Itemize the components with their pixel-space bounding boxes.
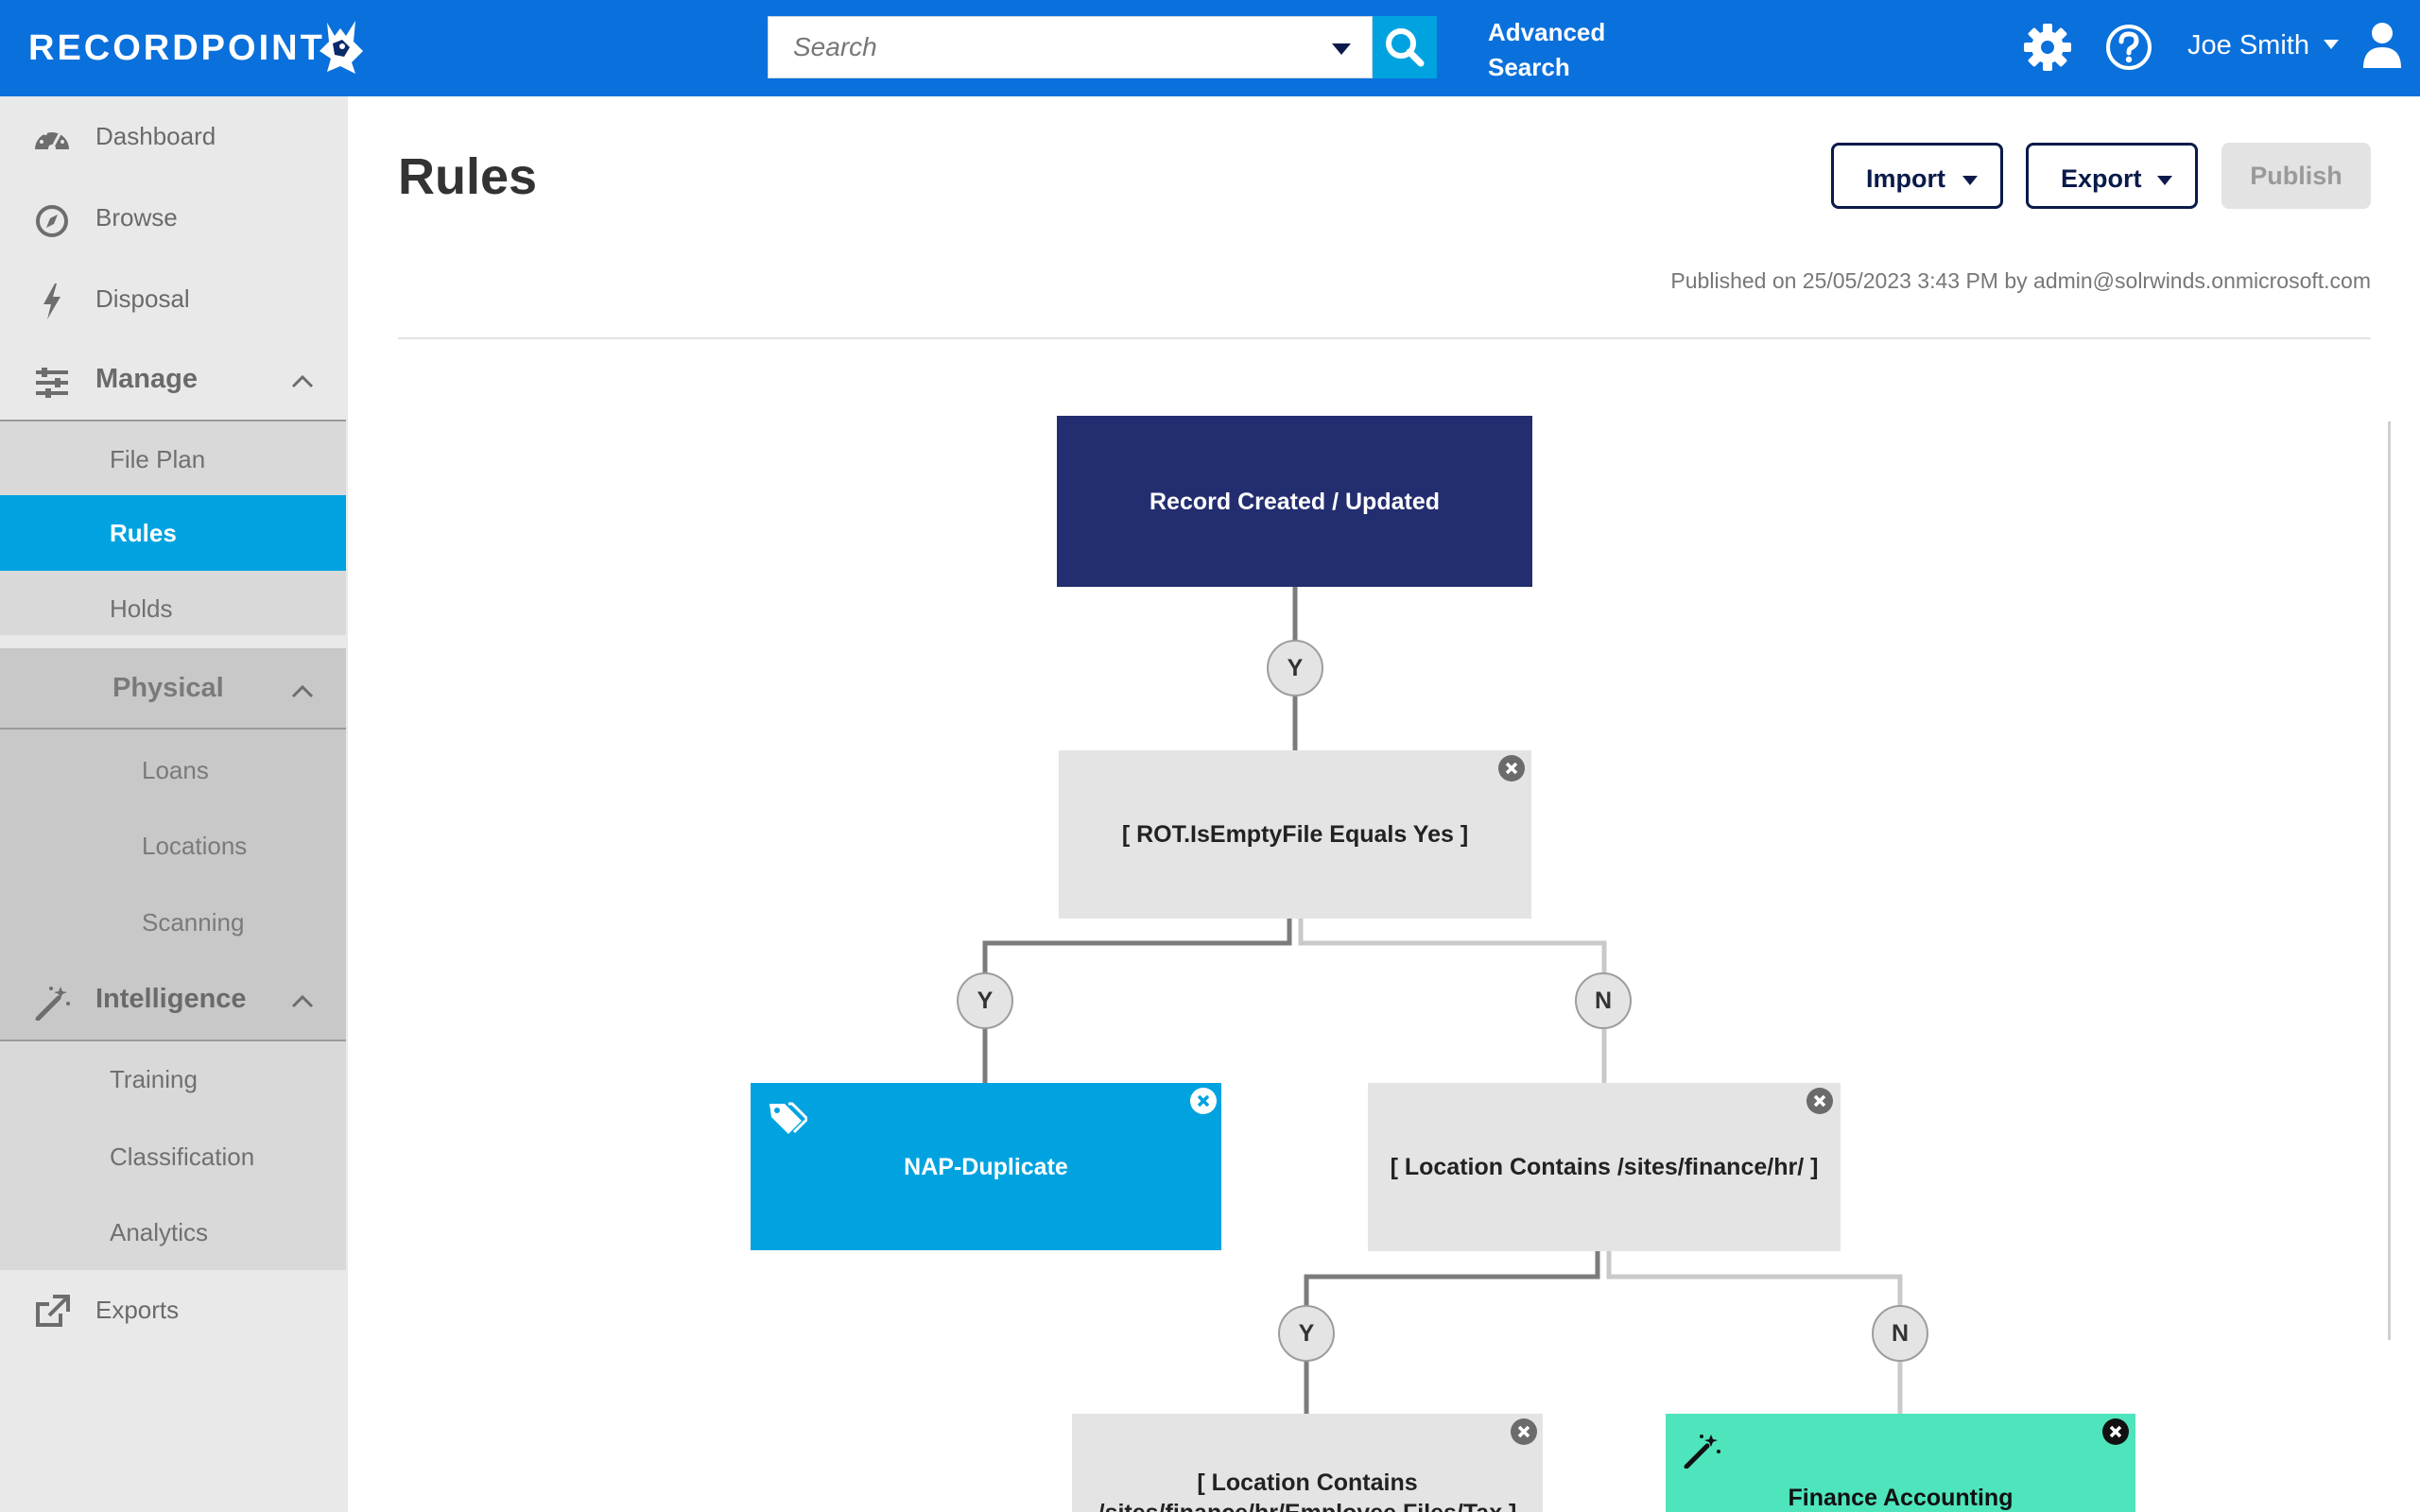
intelligence-divider <box>0 1040 346 1041</box>
sidebar-item-exports[interactable]: Exports <box>0 1270 346 1351</box>
gear-icon[interactable] <box>2023 23 2072 72</box>
top-bar: RECORDPOINT Advanced Search <box>0 0 2420 96</box>
compass-icon <box>36 205 68 237</box>
publish-button[interactable]: Publish <box>2221 143 2371 209</box>
import-button[interactable]: Import <box>1831 143 2003 209</box>
sidebar-label-manage: Manage <box>95 364 198 394</box>
sidebar-item-scanning[interactable]: Scanning <box>142 908 245 936</box>
sidebar-item-classification[interactable]: Classification <box>0 1119 346 1194</box>
chevron-up-icon[interactable] <box>289 682 316 699</box>
condition-node-2-label: [ Location Contains /sites/finance/hr/ ] <box>1390 1154 1819 1180</box>
sidebar-item-manage[interactable]: Manage <box>0 340 346 421</box>
start-node-label: Record Created / Updated <box>1149 488 1440 515</box>
condition-node-3[interactable]: [ Location Contains /sites/finance/hr/Em… <box>1072 1414 1543 1512</box>
sidebar-label-dashboard: Dashboard <box>95 122 216 150</box>
page-title: Rules <box>398 148 538 205</box>
condition-node-1[interactable]: [ ROT.IsEmptyFile Equals Yes ] <box>1059 750 1531 919</box>
sidebar-item-holds[interactable]: Holds <box>0 571 346 646</box>
chevron-down-icon <box>1962 176 1978 185</box>
sidebar-item-file-plan[interactable]: File Plan <box>0 421 346 497</box>
sidebar: Dashboard Browse Disposal Manage File Pl… <box>0 96 348 1512</box>
branch-no-badge: N <box>1872 1305 1928 1362</box>
physical-submenu <box>0 648 346 1053</box>
app-logo[interactable]: RECORDPOINT <box>28 28 325 68</box>
magic-wand-icon <box>1684 1435 1720 1469</box>
close-icon[interactable] <box>1806 1087 1834 1115</box>
sidebar-item-loans[interactable]: Loans <box>142 756 209 784</box>
intelligence-submenu <box>0 1041 346 1270</box>
condition-node-1-label: [ ROT.IsEmptyFile Equals Yes ] <box>1121 821 1469 848</box>
classification-action-node[interactable]: Finance Accounting <box>1666 1414 2135 1512</box>
classification-node-clip: Finance Accounting <box>1666 1414 2135 1512</box>
sidebar-item-browse[interactable]: Browse <box>0 178 346 259</box>
sidebar-label-classification: Classification <box>110 1143 255 1171</box>
advanced-search-link[interactable]: Advanced Search <box>1488 15 1605 85</box>
advanced-search-line1: Advanced <box>1488 18 1606 46</box>
physical-divider <box>0 728 346 730</box>
condition-node-3-label: [ Location Contains /sites/finance/hr/Em… <box>1098 1469 1517 1512</box>
export-button[interactable]: Export <box>2026 143 2198 209</box>
advanced-search-line2: Search <box>1488 53 1570 81</box>
branch-yes-badge: Y <box>1278 1305 1335 1362</box>
sidebar-item-intelligence[interactable]: Intelligence <box>0 960 346 1041</box>
header-divider <box>398 337 2371 339</box>
sidebar-item-rules[interactable]: Rules <box>0 495 346 571</box>
sidebar-label-intelligence: Intelligence <box>95 984 247 1014</box>
sidebar-item-locations[interactable]: Locations <box>142 832 248 860</box>
sidebar-label-file-plan: File Plan <box>110 445 206 473</box>
chevron-down-icon <box>2157 176 2172 185</box>
condition-node-2[interactable]: [ Location Contains /sites/finance/hr/ ] <box>1368 1083 1841 1251</box>
sidebar-label-browse: Browse <box>95 203 178 232</box>
help-icon[interactable] <box>2104 23 2153 72</box>
branch-yes-badge: Y <box>1267 640 1323 696</box>
search-box <box>768 16 1373 78</box>
user-name[interactable]: Joe Smith <box>2187 30 2309 60</box>
close-icon[interactable] <box>1189 1087 1218 1115</box>
sidebar-label-rules: Rules <box>110 519 177 547</box>
sliders-icon <box>36 368 68 398</box>
condition-node-3-clip: [ Location Contains /sites/finance/hr/Em… <box>1072 1414 1543 1512</box>
branch-no-badge: N <box>1575 972 1632 1029</box>
scrollbar[interactable] <box>2388 421 2391 1340</box>
sidebar-item-dashboard[interactable]: Dashboard <box>0 96 346 178</box>
sidebar-item-analytics[interactable]: Analytics <box>0 1194 346 1270</box>
user-avatar-icon[interactable] <box>2361 21 2403 70</box>
sidebar-label-disposal: Disposal <box>95 284 190 313</box>
published-info: Published on 25/05/2023 3:43 PM by admin… <box>1670 268 2371 293</box>
external-link-icon <box>36 1295 70 1327</box>
sidebar-item-disposal[interactable]: Disposal <box>0 259 346 340</box>
search-scope-dropdown-icon[interactable] <box>1322 38 1360 60</box>
import-button-label: Import <box>1866 164 1945 193</box>
start-node[interactable]: Record Created / Updated <box>1057 416 1532 587</box>
tags-icon <box>769 1102 807 1134</box>
close-icon[interactable] <box>1497 754 1526 782</box>
sidebar-label-holds: Holds <box>110 594 173 623</box>
sidebar-label-physical: Physical <box>112 673 224 703</box>
magic-wand-icon <box>35 987 70 1021</box>
lightning-bolt-icon <box>43 284 60 319</box>
chevron-up-icon[interactable] <box>289 372 316 389</box>
search-button[interactable] <box>1373 16 1437 78</box>
tag-action-node-label: NAP-Duplicate <box>904 1153 1068 1180</box>
classification-action-node-label: Finance Accounting <box>1788 1485 2014 1511</box>
logo-mascot-icon <box>320 21 363 74</box>
sidebar-label-analytics: Analytics <box>110 1218 209 1246</box>
sidebar-item-training[interactable]: Training <box>0 1041 346 1117</box>
sidebar-label-exports: Exports <box>95 1296 180 1324</box>
close-icon[interactable] <box>1510 1418 1538 1446</box>
close-icon[interactable] <box>2101 1418 2130 1446</box>
search-input[interactable] <box>769 17 1298 77</box>
dashboard-gauge-icon <box>35 129 69 152</box>
manage-divider <box>0 420 346 421</box>
sidebar-label-training: Training <box>110 1065 198 1093</box>
user-menu-chevron-down-icon[interactable] <box>2322 38 2341 51</box>
branch-yes-badge: Y <box>957 972 1013 1029</box>
chevron-up-icon[interactable] <box>289 992 316 1009</box>
tag-action-node[interactable]: NAP-Duplicate <box>751 1083 1221 1250</box>
export-button-label: Export <box>2061 164 2142 193</box>
search-icon <box>1386 28 1425 67</box>
